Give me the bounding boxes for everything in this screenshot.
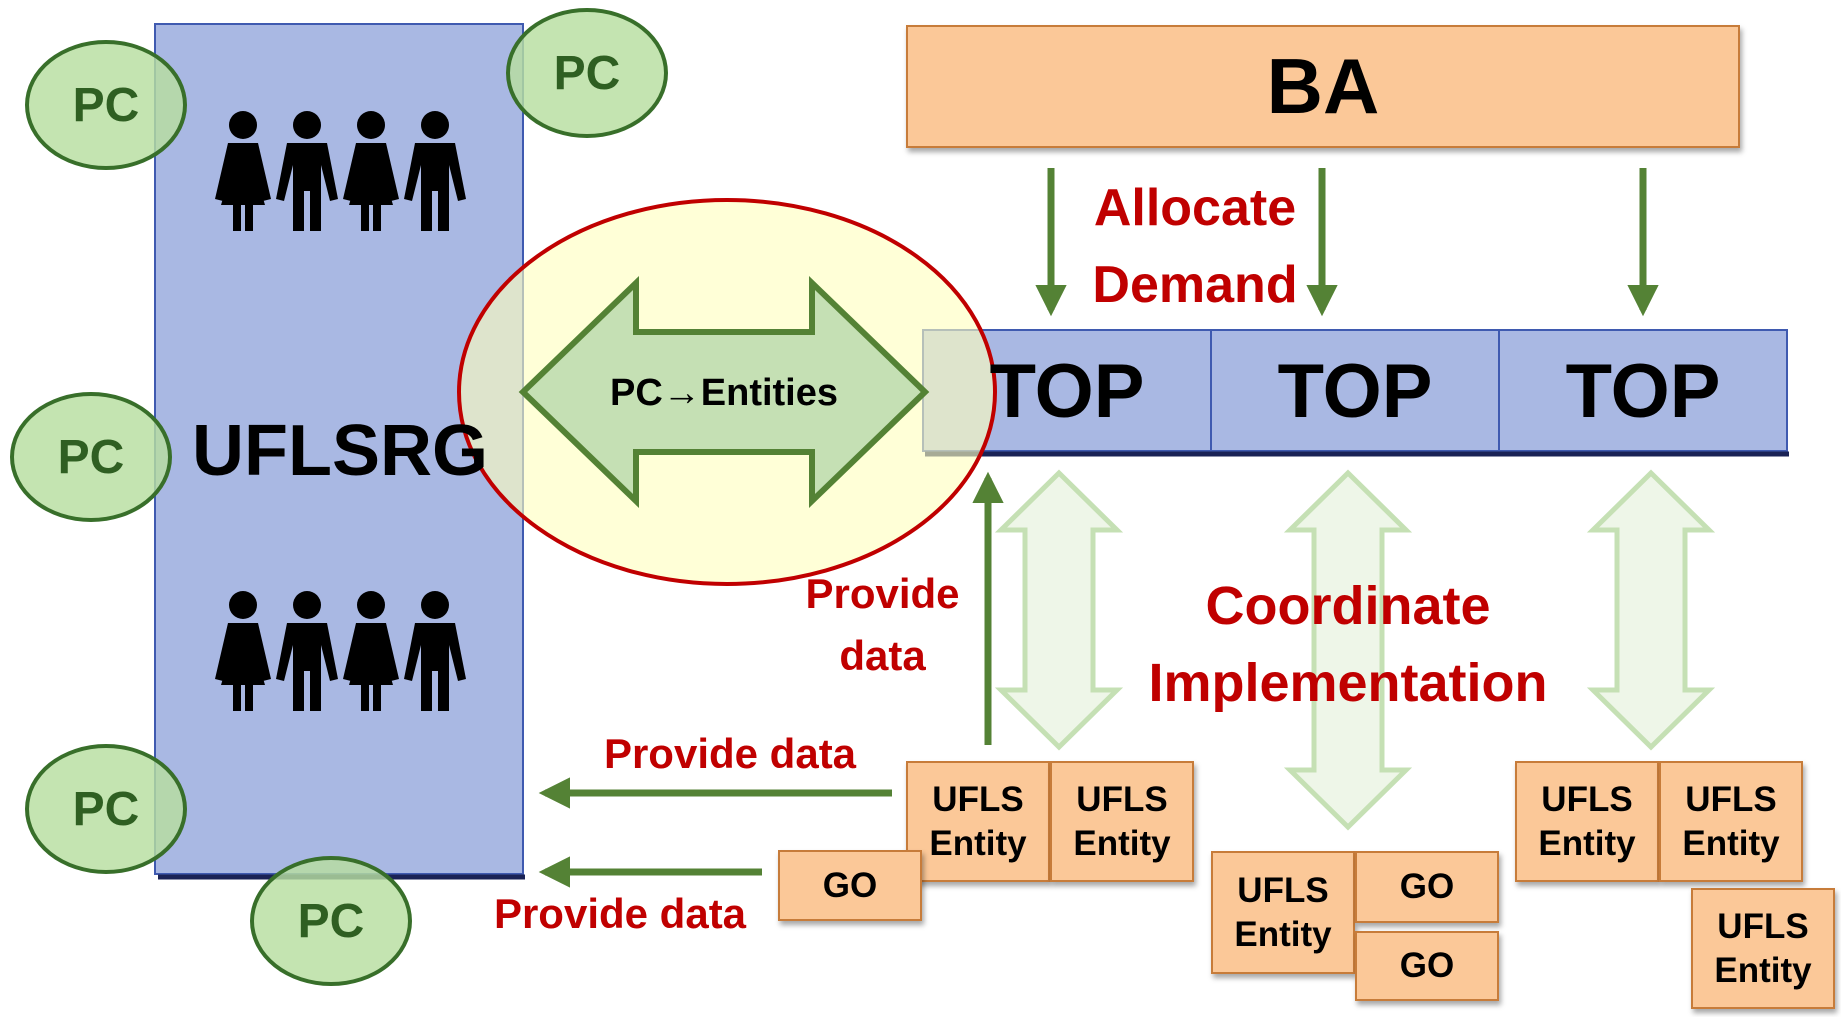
- ufls-entity-box: UFLS Entity: [1659, 761, 1803, 882]
- entity-text: Entity: [1234, 914, 1332, 954]
- entity-text: Entity: [929, 823, 1027, 863]
- ba-label: BA: [1266, 42, 1380, 130]
- exchange-label: PC→Entities: [609, 372, 839, 414]
- coordinate-implementation-label: Coordinate Implementation: [1125, 568, 1571, 722]
- pc-circle: PC: [25, 744, 187, 874]
- ufls-text: UFLS: [1237, 870, 1329, 910]
- uflsrg-panel: [154, 23, 524, 875]
- top-label: TOP: [989, 349, 1145, 434]
- top-box: [1210, 329, 1500, 452]
- provide-line: Provide: [805, 570, 960, 617]
- allocate-line: Allocate: [1093, 179, 1297, 237]
- double-arrow-icon: [518, 275, 930, 509]
- ba-box: BA: [906, 25, 1740, 148]
- ufls-text: UFLS: [1717, 906, 1809, 946]
- demand-line: Demand: [1092, 256, 1298, 314]
- pc-circle: PC: [250, 856, 412, 986]
- ufls-entity-box: UFLS Entity: [1211, 851, 1355, 974]
- top-label: TOP: [1565, 349, 1721, 434]
- data-line: data: [839, 632, 926, 679]
- provide-data-lower-label: Provide data: [493, 890, 747, 937]
- implementation-line: Implementation: [1148, 653, 1548, 713]
- coordinate-line: Coordinate: [1205, 576, 1491, 636]
- entity-text: Entity: [1073, 823, 1171, 863]
- uflsrg-label: UFLSRG: [192, 411, 488, 491]
- entity-text: Entity: [1538, 823, 1636, 863]
- ufls-entity-box: UFLS Entity: [1050, 761, 1194, 882]
- ufls-entity-box: UFLS Entity: [1515, 761, 1659, 882]
- pc-circle: PC: [25, 40, 187, 170]
- coordinate-arrow: [994, 469, 1124, 751]
- top-box: [1498, 329, 1788, 452]
- provide-data-vertical-label: Provide data: [790, 563, 975, 687]
- go-box: GO: [1355, 851, 1499, 923]
- ufls-text: UFLS: [1076, 779, 1168, 819]
- pc-circle: PC: [506, 8, 668, 138]
- provide-data-upper-label: Provide data: [603, 730, 857, 777]
- ufls-text: UFLS: [932, 779, 1024, 819]
- coordinate-arrow: [1283, 469, 1413, 831]
- entity-text: Entity: [1714, 950, 1812, 990]
- go-box: GO: [778, 850, 922, 921]
- ufls-text: UFLS: [1685, 779, 1777, 819]
- allocate-demand-label: Allocate Demand: [1065, 170, 1325, 324]
- ufls-entity-box: UFLS Entity: [906, 761, 1050, 882]
- pc-circle: PC: [10, 392, 172, 522]
- go-box: GO: [1355, 931, 1499, 1001]
- top-label: TOP: [1277, 349, 1433, 434]
- coordinate-arrow: [1586, 469, 1716, 751]
- ufls-text: UFLS: [1541, 779, 1633, 819]
- entity-text: Entity: [1682, 823, 1780, 863]
- ufls-entity-box: UFLS Entity: [1691, 888, 1835, 1009]
